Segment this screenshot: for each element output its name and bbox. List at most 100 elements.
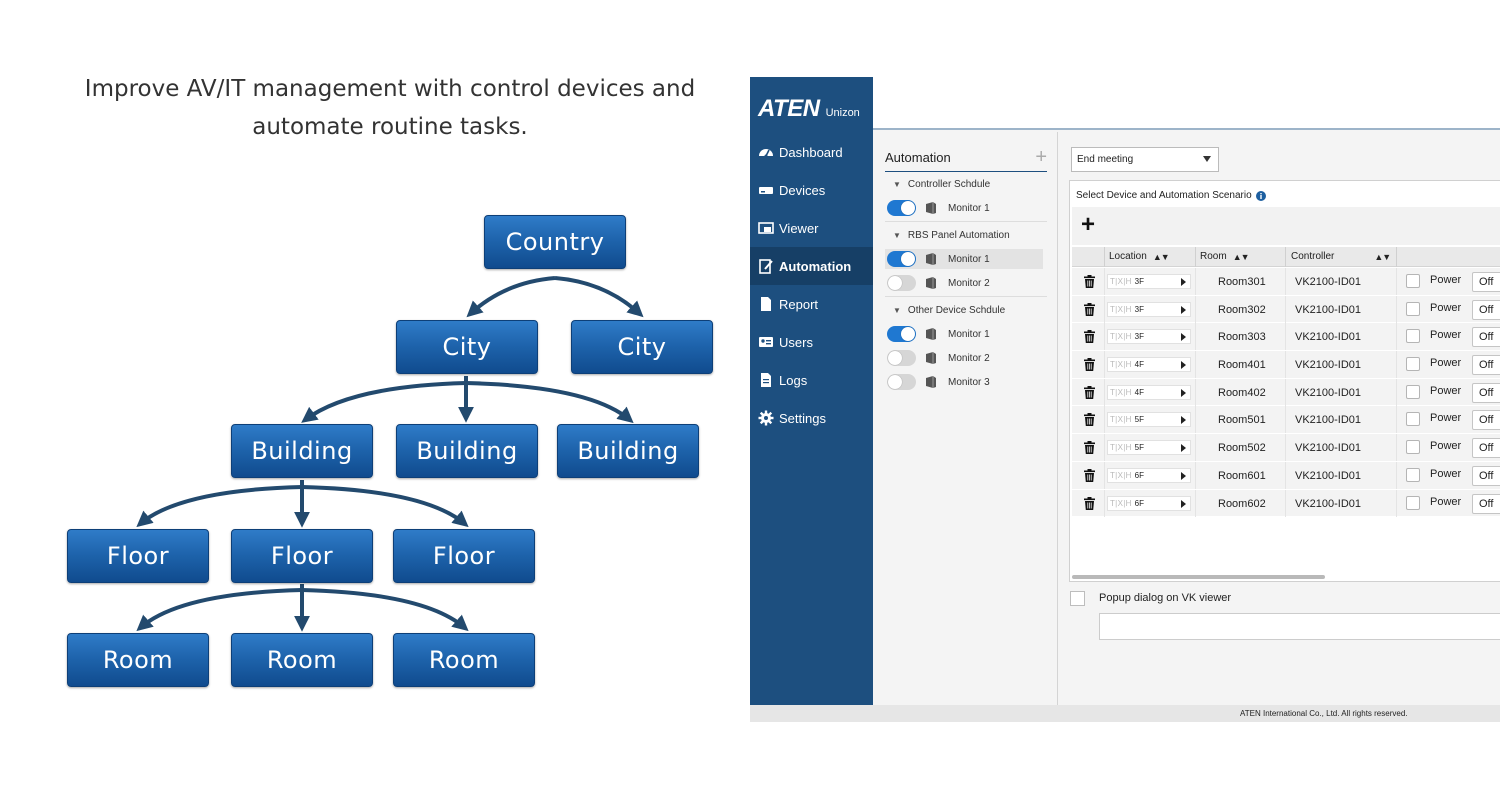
power-state-select[interactable]: Off (1472, 327, 1500, 348)
cell-separator (1195, 268, 1196, 295)
table-row[interactable]: T|X|H 4F Room401 VK2100-ID01 Power Off (1072, 351, 1500, 379)
column-header-controller[interactable]: Controller ▲▼ (1291, 251, 1391, 262)
trash-icon[interactable] (1084, 413, 1095, 427)
monitor-item[interactable]: Monitor 1 (885, 249, 1043, 269)
trash-icon[interactable] (1084, 275, 1095, 288)
trash-icon[interactable] (1084, 468, 1095, 482)
monitor-label: Monitor 2 (948, 277, 990, 289)
power-state-select[interactable]: Off (1472, 382, 1500, 403)
location-picker[interactable]: T|X|H 3F (1107, 274, 1191, 289)
automation-panel: Automation + ▼ Controller Schdule Monito… (873, 132, 1058, 705)
power-state-select[interactable]: Off (1472, 465, 1500, 486)
toggle-switch[interactable] (887, 326, 916, 342)
aten-logo: ATEN Unizon (758, 95, 860, 123)
sidebar-item-automation[interactable]: Automation (750, 247, 873, 285)
room-cell: Room501 (1218, 414, 1266, 427)
group-label: Other Device Schdule (907, 305, 1006, 316)
trash-icon[interactable] (1084, 441, 1095, 455)
power-checkbox[interactable] (1406, 301, 1420, 316)
sort-icon[interactable]: ▲▼ (1152, 251, 1170, 262)
trash-icon[interactable] (1084, 358, 1095, 372)
location-prefix: T|X|H (1110, 332, 1132, 342)
monitor-item[interactable]: Monitor 1 (885, 324, 1043, 344)
location-picker[interactable]: T|X|H 5F (1107, 412, 1191, 428)
sidebar-item-viewer[interactable]: Viewer (750, 209, 873, 247)
popup-dialog-checkbox[interactable] (1070, 591, 1085, 606)
sort-icon[interactable]: ▲▼ (1374, 251, 1391, 262)
trash-icon[interactable] (1084, 330, 1095, 344)
sidebar-item-devices[interactable]: Devices (750, 171, 873, 209)
add-automation-icon[interactable]: + (1035, 146, 1047, 168)
location-picker[interactable]: T|X|H 6F (1107, 495, 1191, 511)
power-state-select[interactable]: Off (1472, 272, 1500, 292)
location-picker[interactable]: T|X|H 3F (1107, 301, 1191, 317)
table-row[interactable]: T|X|H 5F Room502 VK2100-ID01 Power Off (1072, 434, 1500, 462)
table-row[interactable]: T|X|H 3F Room301 VK2100-ID01 Power Off (1072, 268, 1500, 296)
info-icon[interactable] (1255, 190, 1266, 201)
sidebar-item-report[interactable]: Report (750, 285, 873, 323)
sidebar-item-users[interactable]: Users (750, 323, 873, 361)
automation-icon (759, 259, 773, 274)
power-checkbox[interactable] (1406, 357, 1420, 372)
table-row[interactable]: T|X|H 6F Room602 VK2100-ID01 Power Off (1072, 489, 1500, 518)
power-checkbox[interactable] (1406, 274, 1420, 288)
group-other-device-schedule[interactable]: ▼ Other Device Schdule (893, 305, 1005, 316)
sort-icon[interactable]: ▲▼ (1232, 251, 1250, 262)
monitor-item[interactable]: Monitor 2 (885, 273, 1043, 293)
power-checkbox[interactable] (1406, 329, 1420, 344)
monitor-item[interactable]: Monitor 1 (885, 198, 1043, 218)
power-state-select[interactable]: Off (1472, 355, 1500, 376)
cell-separator (1104, 434, 1105, 462)
sidebar-item-logs[interactable]: Logs (750, 361, 873, 399)
scenario-select[interactable]: End meeting (1071, 147, 1219, 172)
table-row[interactable]: T|X|H 5F Room501 VK2100-ID01 Power Off (1072, 406, 1500, 435)
expand-arrow-icon (1181, 499, 1186, 508)
sidebar-item-settings[interactable]: Settings (750, 399, 873, 437)
table-toolbar: + (1072, 207, 1500, 245)
table-row[interactable]: T|X|H 3F Room302 VK2100-ID01 Power Off (1072, 295, 1500, 324)
node-city: City (571, 320, 713, 374)
location-picker[interactable]: T|X|H 6F (1107, 467, 1191, 483)
trash-icon[interactable] (1084, 302, 1095, 316)
location-picker[interactable]: T|X|H 4F (1107, 384, 1191, 400)
power-state-select[interactable]: Off (1472, 438, 1500, 459)
location-floor: 3F (1134, 304, 1144, 314)
location-picker[interactable]: T|X|H 3F (1107, 329, 1191, 345)
toggle-switch[interactable] (887, 275, 916, 291)
table-row[interactable]: T|X|H 6F Room601 VK2100-ID01 Power Off (1072, 461, 1500, 490)
toggle-switch[interactable] (887, 350, 916, 366)
panel-header: Automation + (885, 146, 1047, 172)
popup-message-input[interactable] (1099, 613, 1500, 640)
location-picker[interactable]: T|X|H 4F (1107, 357, 1191, 373)
cell-separator (1104, 406, 1105, 434)
toggle-switch[interactable] (887, 251, 916, 267)
location-picker[interactable]: T|X|H 5F (1107, 440, 1191, 456)
power-state-select[interactable]: Off (1472, 493, 1500, 514)
toggle-switch[interactable] (887, 200, 916, 216)
power-checkbox[interactable] (1406, 412, 1420, 427)
power-checkbox[interactable] (1406, 495, 1420, 510)
location-floor: 4F (1134, 387, 1144, 397)
group-controller-schedule[interactable]: ▼ Controller Schdule (893, 179, 990, 190)
power-state-select[interactable]: Off (1472, 299, 1500, 320)
cell-separator (1195, 323, 1196, 351)
power-checkbox[interactable] (1406, 440, 1420, 455)
cell-separator (1195, 406, 1196, 434)
table-row[interactable]: T|X|H 3F Room303 VK2100-ID01 Power Off (1072, 323, 1500, 352)
column-header-location[interactable]: Location ▲▼ (1109, 251, 1170, 262)
trash-icon[interactable] (1084, 496, 1095, 510)
monitor-item[interactable]: Monitor 3 (885, 372, 1043, 392)
location-prefix: T|X|H (1110, 360, 1132, 370)
power-checkbox[interactable] (1406, 467, 1420, 482)
toggle-switch[interactable] (887, 374, 916, 390)
power-state-select[interactable]: Off (1472, 410, 1500, 431)
table-row[interactable]: T|X|H 4F Room402 VK2100-ID01 Power Off (1072, 378, 1500, 407)
monitor-item[interactable]: Monitor 2 (885, 348, 1043, 368)
group-rbs-panel-automation[interactable]: ▼ RBS Panel Automation (893, 230, 1010, 241)
column-header-room[interactable]: Room ▲▼ (1200, 251, 1250, 262)
add-row-icon[interactable]: + (1081, 211, 1096, 238)
sidebar-item-dashboard[interactable]: Dashboard (750, 133, 873, 171)
horizontal-scrollbar[interactable] (1072, 575, 1325, 579)
trash-icon[interactable] (1084, 385, 1095, 399)
power-checkbox[interactable] (1406, 384, 1420, 399)
